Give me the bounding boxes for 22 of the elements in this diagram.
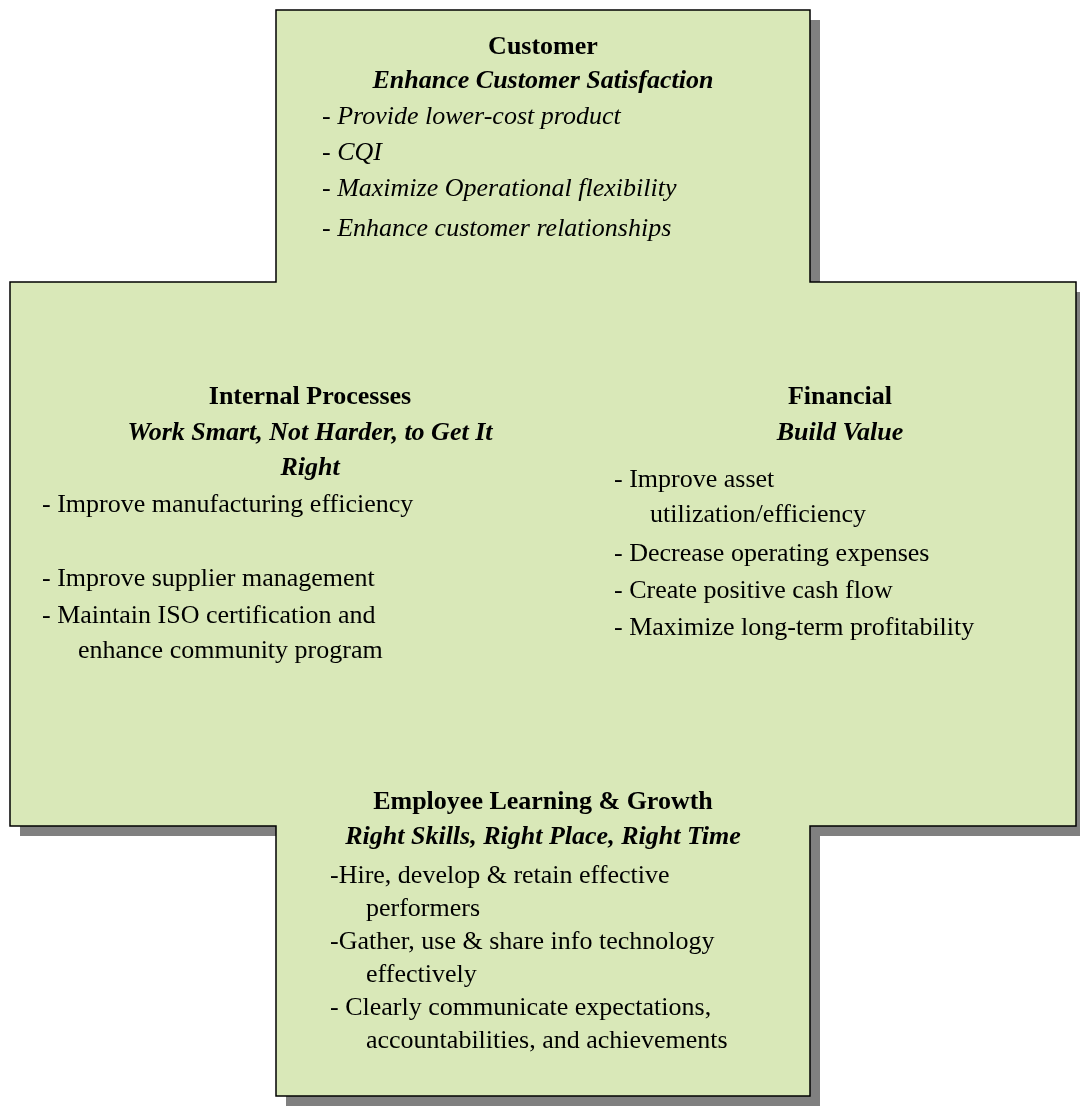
section-subtitle: Build Value bbox=[775, 416, 905, 448]
bullet-item: -Hire, develop & retain effective performers bbox=[330, 859, 671, 924]
section-subtitle: Right Skills, Right Place, Right Time bbox=[344, 820, 742, 852]
bullet-item: - Maximize Operational flexibility bbox=[322, 172, 678, 204]
section-heading: Financial bbox=[787, 380, 893, 412]
bullet-item: - Enhance customer relationships bbox=[322, 212, 673, 244]
section-subtitle: Work Smart, Not Harder, to Get It Right bbox=[126, 416, 494, 483]
bullet-item: - Provide lower-cost product bbox=[322, 100, 622, 132]
bullet-item: - Maintain ISO certification and enhance community program bbox=[42, 599, 384, 666]
bullet-item: - Clearly communicate expectations, accountabilities, and achievements bbox=[330, 991, 729, 1056]
bullet-item: - Create positive cash flow bbox=[614, 574, 894, 606]
section-heading: Internal Processes bbox=[207, 380, 413, 412]
bullet-item: -Gather, use & share info technology effectively bbox=[330, 925, 716, 990]
bullet-item: - CQI bbox=[322, 136, 384, 168]
section-heading: Employee Learning & Growth bbox=[372, 785, 714, 817]
section-heading: Customer bbox=[487, 30, 599, 62]
bullet-item: - Decrease operating expenses bbox=[614, 537, 931, 569]
bullet-item: - Improve asset utilization/efficiency bbox=[614, 463, 868, 530]
bullet-item: - Improve manufacturing efficiency bbox=[42, 488, 415, 520]
bullet-item: - Maximize long-term profitability bbox=[614, 611, 976, 643]
section-subtitle: Enhance Customer Satisfaction bbox=[371, 64, 715, 96]
bullet-item: - Improve supplier management bbox=[42, 562, 376, 594]
